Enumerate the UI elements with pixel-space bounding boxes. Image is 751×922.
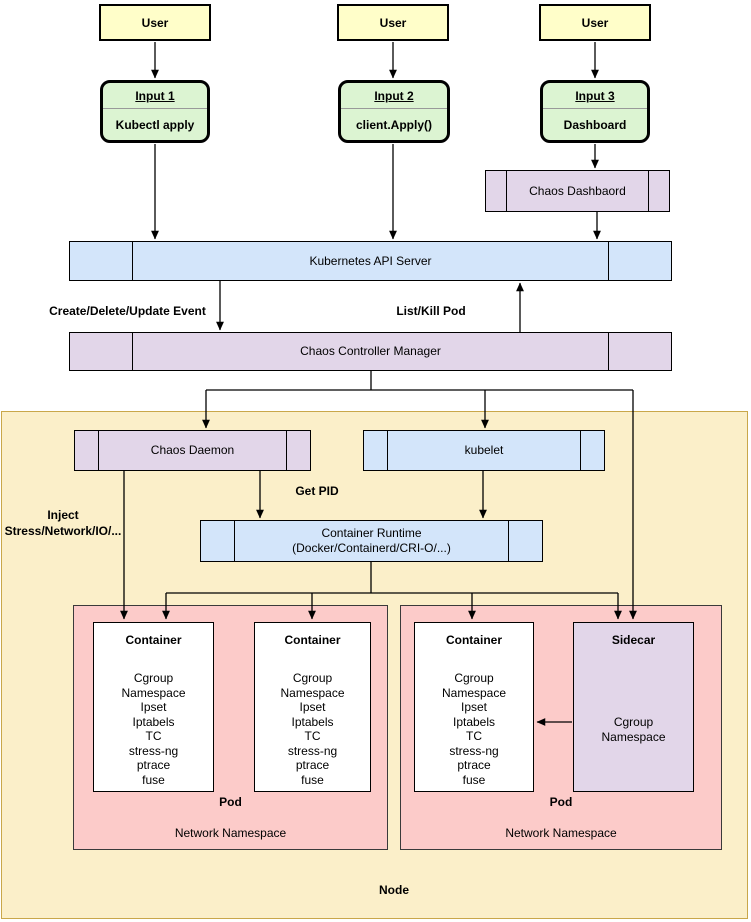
inject-stress-label: Inject Stress/Network/IO/... [4, 508, 122, 538]
container-title: Container [125, 633, 182, 647]
chaos-dashboard-label: Chaos Dashbaord [529, 183, 626, 198]
input-box-3: Input 3 Dashboard [540, 80, 650, 143]
container-capabilities: Cgroup Namespace Ipset Iptabels TC stres… [121, 671, 186, 787]
chaos-dashboard-box: Chaos Dashbaord [485, 170, 670, 212]
kubelet-box: kubelet [363, 430, 605, 471]
user-label-3: User [581, 15, 609, 30]
input-action-3: Dashboard [563, 117, 627, 132]
process-stripe-left [98, 431, 99, 470]
input-title-2: Input 2 [341, 83, 447, 109]
container-title: Container [445, 633, 502, 647]
input-box-2: Input 2 client.Apply() [338, 80, 450, 143]
process-stripe-left [506, 171, 507, 211]
chaos-daemon-box: Chaos Daemon [74, 430, 311, 471]
input-title-1: Input 1 [103, 83, 207, 109]
api-server-box: Kubernetes API Server [69, 241, 672, 281]
pod-label: Pod [219, 795, 242, 809]
sidecar-box: Sidecar Cgroup Namespace [573, 622, 694, 792]
user-label-2: User [379, 15, 407, 30]
list-kill-pod-label: List/Kill Pod [396, 304, 466, 318]
get-pid-label: Get PID [295, 484, 339, 498]
pod-right: Container Cgroup Namespace Ipset Iptabel… [400, 605, 722, 850]
sidecar-capabilities: Cgroup Namespace [601, 715, 666, 744]
process-stripe-left [132, 242, 133, 280]
container-runtime-box: Container Runtime (Docker/Containerd/CRI… [200, 520, 543, 562]
sidecar-title: Sidecar [611, 633, 656, 647]
input-action-1: Kubectl apply [115, 117, 195, 132]
process-stripe-right [580, 431, 581, 470]
user-box-3: User [539, 4, 651, 41]
container-box-1: Container Cgroup Namespace Ipset Iptabel… [93, 622, 214, 792]
container-title: Container [284, 633, 341, 647]
pod-left: Container Cgroup Namespace Ipset Iptabel… [73, 605, 388, 850]
input-action-2: client.Apply() [355, 117, 432, 132]
process-stripe-left [234, 521, 235, 561]
controller-manager-label: Chaos Controller Manager [300, 344, 441, 358]
network-namespace-label: Network Namespace [174, 826, 287, 840]
process-stripe-right [648, 171, 649, 211]
kubelet-label: kubelet [464, 443, 504, 457]
chaos-daemon-label: Chaos Daemon [150, 443, 235, 457]
input-box-1: Input 1 Kubectl apply [100, 80, 210, 143]
input-title-3: Input 3 [543, 83, 647, 109]
process-stripe-left [132, 333, 133, 370]
user-label-1: User [141, 15, 169, 30]
create-delete-update-event-label: Create/Delete/Update Event [49, 304, 206, 318]
container-runtime-label: Container Runtime (Docker/Containerd/CRI… [292, 526, 451, 555]
container-capabilities: Cgroup Namespace Ipset Iptabels TC stres… [280, 671, 345, 787]
container-capabilities: Cgroup Namespace Ipset Iptabels TC stres… [441, 671, 507, 787]
process-stripe-right [608, 242, 609, 280]
container-box-3: Container Cgroup Namespace Ipset Iptabel… [414, 622, 534, 792]
user-box-1: User [99, 4, 211, 41]
process-stripe-left [387, 431, 388, 470]
controller-manager-box: Chaos Controller Manager [69, 332, 672, 371]
process-stripe-right [286, 431, 287, 470]
container-box-2: Container Cgroup Namespace Ipset Iptabel… [254, 622, 371, 792]
process-stripe-right [508, 521, 509, 561]
api-server-label: Kubernetes API Server [309, 253, 432, 268]
user-box-2: User [337, 4, 449, 41]
pod-label: Pod [549, 795, 573, 809]
node-label: Node [379, 883, 409, 897]
process-stripe-right [608, 333, 609, 370]
network-namespace-label: Network Namespace [505, 826, 617, 840]
